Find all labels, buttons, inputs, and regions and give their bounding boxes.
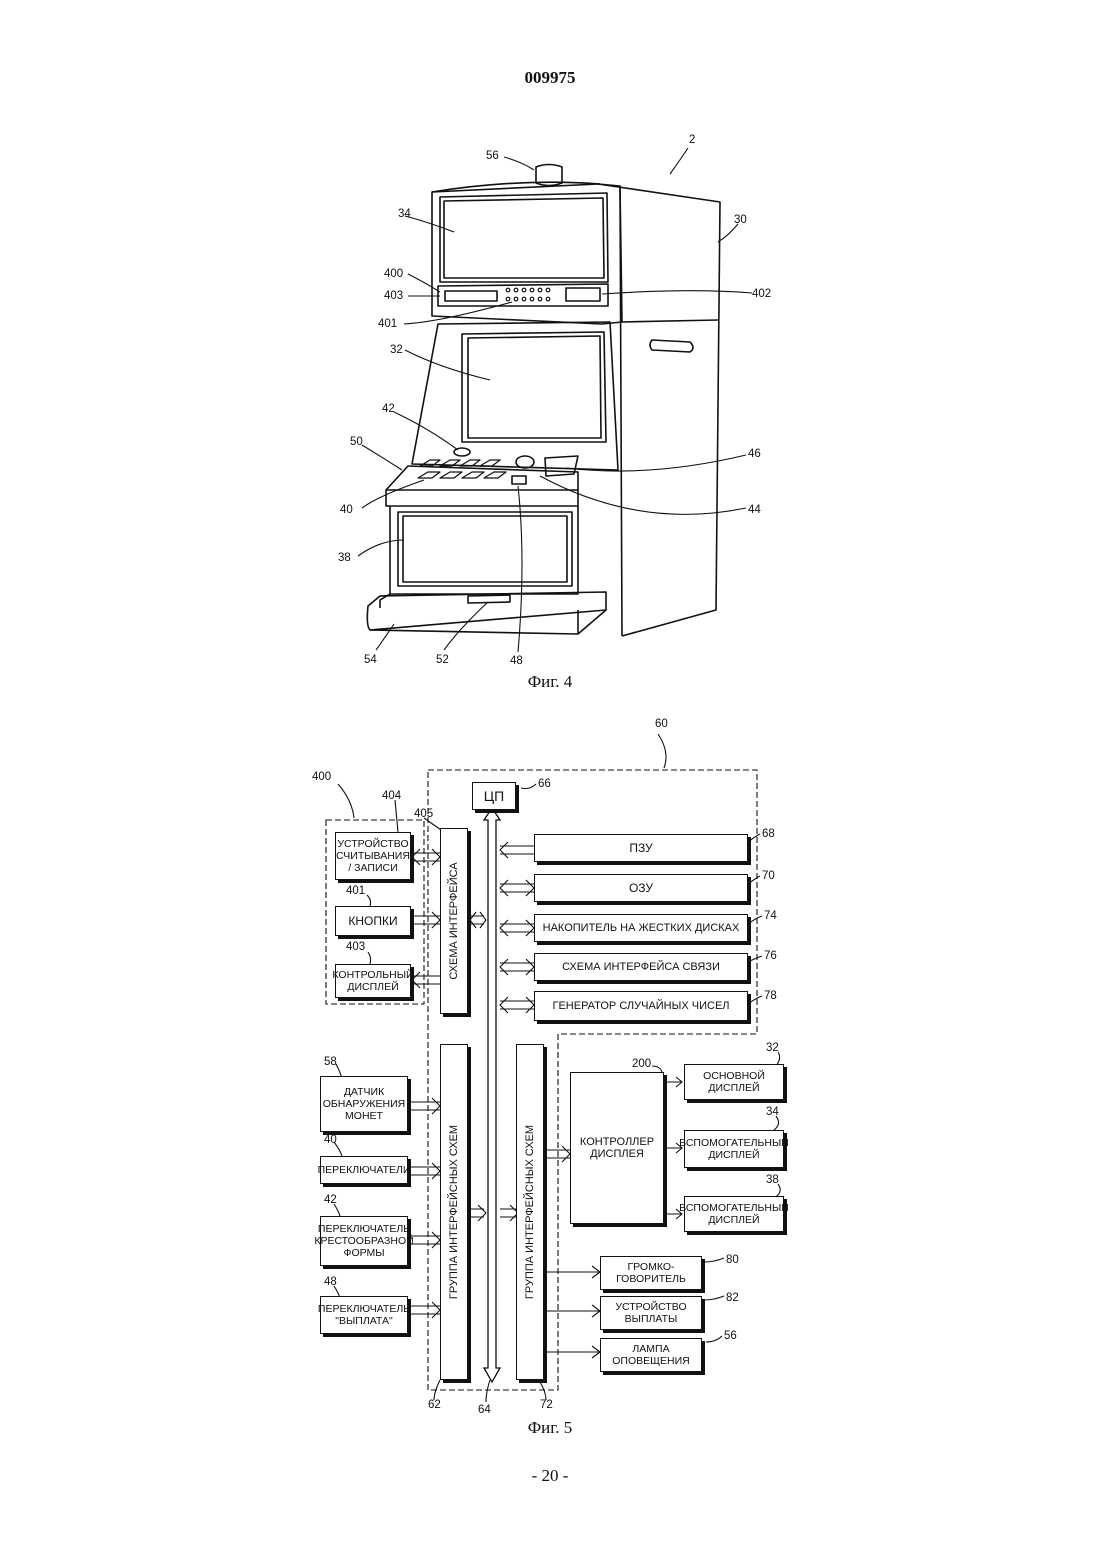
control-display-block: КОНТРОЛЬНЫЙ ДИСПЛЕЙ	[335, 964, 411, 998]
fig5-ref-66: 66	[538, 778, 551, 790]
aux-display-2-block: ВСПОМОГАТЕЛЬНЫЙ ДИСПЛЕЙ	[684, 1196, 784, 1232]
fig5-ref-82: 82	[726, 1292, 739, 1304]
fig5-ref-40: 40	[324, 1134, 337, 1146]
fig5-ref-76: 76	[764, 950, 777, 962]
fig5-ref-200: 200	[632, 1058, 651, 1070]
left-interface-group-block: ГРУППА ИНТЕРФЕЙСНЫХ СХЕМ	[440, 1044, 468, 1380]
rom-block: ПЗУ	[534, 834, 748, 862]
fig5-ref-32: 32	[766, 1042, 779, 1054]
fig5-ref-405: 405	[414, 808, 433, 820]
fig5-ref-68: 68	[762, 828, 775, 840]
fig5-ref-404: 404	[382, 790, 401, 802]
fig5-ref-34: 34	[766, 1106, 779, 1118]
fig5-ref-80: 80	[726, 1254, 739, 1266]
fig5-ref-70: 70	[762, 870, 775, 882]
interface-circuit-block: СХЕМА ИНТЕРФЕЙСА	[440, 828, 468, 1014]
reader-writer-block: УСТРОЙСТВО СЧИТЫВАНИЯ / ЗАПИСИ	[335, 832, 411, 880]
fig5-ref-64: 64	[478, 1404, 491, 1416]
alert-lamp-block: ЛАМПА ОПОВЕЩЕНИЯ	[600, 1338, 702, 1372]
right-interface-group-block: ГРУППА ИНТЕРФЕЙСНЫХ СХЕМ	[516, 1044, 544, 1380]
fig5-ref-58: 58	[324, 1056, 337, 1068]
fig5-ref-62: 62	[428, 1399, 441, 1411]
interface-circuit-label: СХЕМА ИНТЕРФЕЙСА	[448, 862, 460, 979]
hard-disk-block: НАКОПИТЕЛЬ НА ЖЕСТКИХ ДИСКАХ	[534, 914, 748, 942]
speaker-block: ГРОМКО- ГОВОРИТЕЛЬ	[600, 1256, 702, 1290]
page-number: - 20 -	[0, 1466, 1100, 1486]
right-interface-group-label: ГРУППА ИНТЕРФЕЙСНЫХ СХЕМ	[524, 1125, 536, 1299]
payout-device-block: УСТРОЙСТВО ВЫПЛАТЫ	[600, 1296, 702, 1330]
ram-block: ОЗУ	[534, 874, 748, 902]
main-display-block: ОСНОВНОЙ ДИСПЛЕЙ	[684, 1064, 784, 1100]
fig5-caption: Фиг. 5	[490, 1418, 610, 1438]
fig5-ref-403: 403	[346, 941, 365, 953]
comm-interface-block: СХЕМА ИНТЕРФЕЙСА СВЯЗИ	[534, 953, 748, 981]
fig5-ref-401: 401	[346, 885, 365, 897]
switches-block: ПЕРЕКЛЮЧАТЕЛИ	[320, 1156, 408, 1184]
display-controller-block: КОНТРОЛЛЕР ДИСПЛЕЯ	[570, 1072, 664, 1224]
fig5-ref-42: 42	[324, 1194, 337, 1206]
fig5-ref-60: 60	[655, 718, 668, 730]
coin-sensor-block: ДАТЧИК ОБНАРУЖЕНИЯ МОНЕТ	[320, 1076, 408, 1132]
left-interface-group-label: ГРУППА ИНТЕРФЕЙСНЫХ СХЕМ	[448, 1125, 460, 1299]
cpu-block: ЦП	[472, 782, 516, 810]
payout-switch-block: ПЕРЕКЛЮЧАТЕЛЬ "ВЫПЛАТА"	[320, 1296, 408, 1334]
aux-display-1-block: ВСПОМОГАТЕЛЬНЫЙ ДИСПЛЕЙ	[684, 1130, 784, 1168]
fig5-ref-56: 56	[724, 1330, 737, 1342]
fig5-ref-48: 48	[324, 1276, 337, 1288]
cross-switch-block: ПЕРЕКЛЮЧАТЕЛЬ КРЕСТООБРАЗНОЙ ФОРМЫ	[320, 1216, 408, 1266]
fig5-ref-38: 38	[766, 1174, 779, 1186]
rng-block: ГЕНЕРАТОР СЛУЧАЙНЫХ ЧИСЕЛ	[534, 991, 748, 1021]
fig5-ref-74: 74	[764, 910, 777, 922]
buttons-block: КНОПКИ	[335, 906, 411, 936]
fig5-ref-72: 72	[540, 1399, 553, 1411]
fig5-ref-78: 78	[764, 990, 777, 1002]
system-bus-64	[484, 808, 500, 1382]
fig5-ref-400: 400	[312, 771, 331, 783]
